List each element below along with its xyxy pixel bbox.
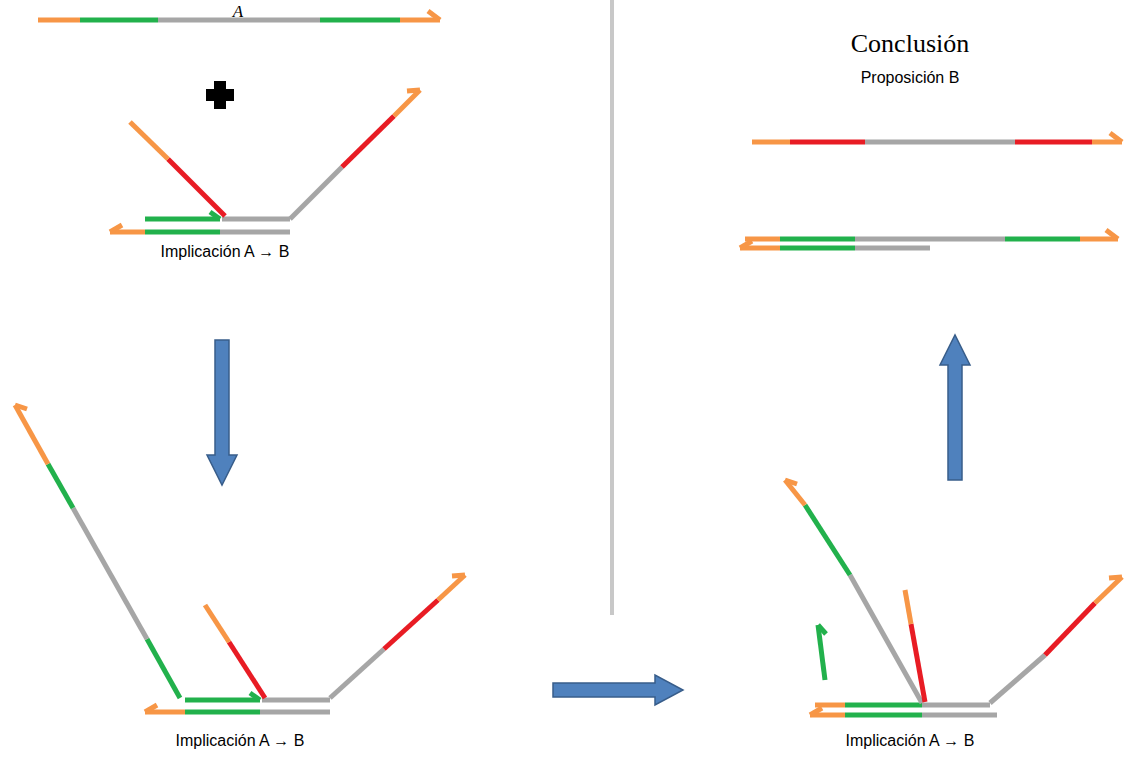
plus-sign (206, 81, 234, 109)
implication-label: Implicación A → B (846, 732, 975, 750)
binding-complex (15, 405, 465, 712)
proposition-label: Proposición B (861, 69, 960, 87)
divider-line (610, 0, 614, 615)
displaced-complex (785, 480, 1122, 715)
proposition-label: A (233, 2, 243, 22)
implication-label: Implicación A → B (161, 243, 290, 261)
waste-duplex (740, 230, 1118, 248)
strand-b (752, 133, 1122, 142)
step-arrow (207, 335, 970, 705)
conclusion-heading: Conclusión (851, 29, 969, 59)
implication-label: Implicación A → B (176, 732, 305, 750)
implication-complex (110, 90, 420, 232)
